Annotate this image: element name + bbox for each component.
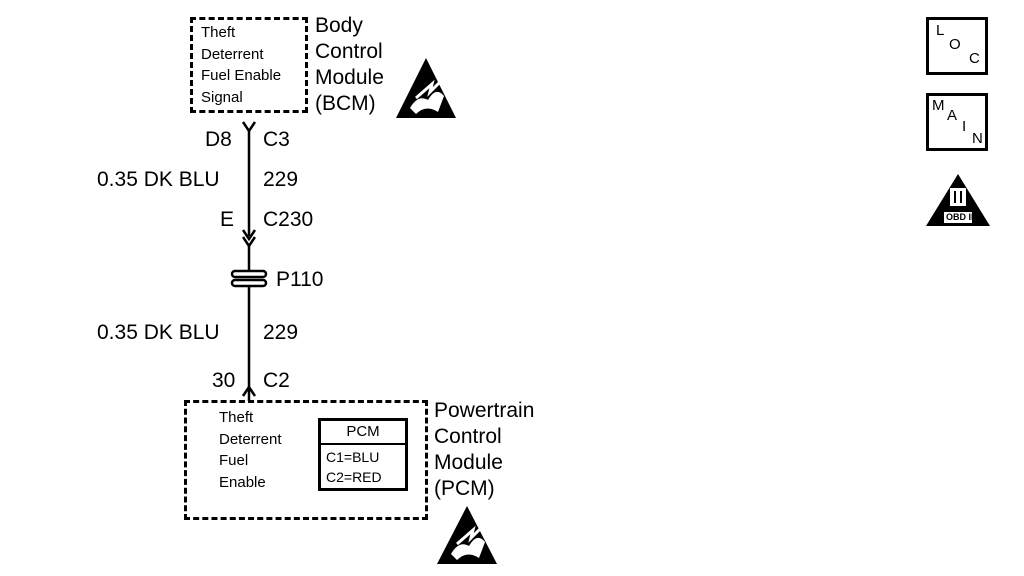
pcm-inner-line: Enable	[219, 473, 266, 491]
main-letter: M	[932, 97, 945, 114]
splice-p110-label: P110	[276, 268, 324, 291]
pcm-label-line: Control	[434, 425, 502, 448]
pcm-connector-key: PCM C1=BLU C2=RED	[318, 418, 408, 491]
bcm-label-line: Control	[315, 40, 383, 63]
loc-letter: L	[936, 22, 945, 39]
pcm-key-line: C2=RED	[326, 469, 382, 485]
bcm-label-line: Module	[315, 66, 384, 89]
main-letter: N	[972, 130, 983, 147]
loc-letter: O	[949, 36, 961, 53]
connector-c230-label: C230	[263, 208, 314, 231]
pin-e-label: E	[220, 208, 235, 231]
bcm-module-box	[190, 17, 308, 113]
bcm-inner-line: Fuel Enable	[201, 67, 282, 84]
pcm-inner-line: Deterrent	[219, 430, 282, 448]
pcm-inner-text: Theft Deterrent Fuel Enable	[219, 407, 282, 493]
splice-p110-symbol	[230, 269, 268, 288]
pcm-label-line: (PCM)	[434, 477, 495, 500]
loc-letter: C	[969, 50, 980, 67]
connector-c2-label: C2	[263, 369, 290, 392]
lower-wire-spec: 0.35 DK BLU	[97, 321, 220, 344]
bcm-label-line: (BCM)	[315, 92, 376, 115]
pcm-label-line: Powertrain	[434, 399, 535, 422]
pcm-inner-line: Fuel	[219, 452, 249, 469]
main-icon[interactable]: M A I N	[926, 93, 988, 151]
esd-warning-icon	[396, 58, 456, 118]
bcm-inner-text: Theft Deterrent Fuel Enable Signal	[201, 22, 281, 108]
loc-icon[interactable]: L O C	[926, 17, 988, 75]
main-letter: A	[947, 107, 958, 124]
upper-wire-circuit: 229	[263, 168, 299, 191]
pcm-label-line: Module	[434, 451, 503, 474]
upper-wire-spec: 0.35 DK BLU	[97, 168, 220, 191]
pcm-key-title: PCM	[321, 421, 405, 445]
pcm-inner-line: Theft	[219, 409, 254, 426]
pin-d8-label: D8	[205, 128, 232, 151]
pcm-label: Powertrain Control Module (PCM)	[434, 398, 534, 502]
bcm-label: Body Control Module (BCM)	[315, 13, 384, 117]
pin-30-label: 30	[212, 369, 236, 392]
main-letter: I	[962, 118, 967, 135]
connector-c3-symbol	[241, 121, 257, 134]
pcm-module-box	[184, 400, 428, 520]
bcm-inner-line: Deterrent	[201, 45, 264, 63]
pcm-key-line: C1=BLU	[326, 449, 380, 465]
bcm-label-line: Body	[315, 14, 363, 37]
bcm-inner-line: Signal	[201, 88, 243, 106]
esd-warning-icon	[437, 506, 497, 564]
connector-c3-label: C3	[263, 128, 290, 151]
obd-ii-caption: OBD II	[946, 212, 974, 222]
lower-wire-circuit: 229	[263, 321, 299, 344]
obd-ii-icon	[926, 174, 990, 226]
bcm-inner-line: Theft	[201, 24, 236, 41]
